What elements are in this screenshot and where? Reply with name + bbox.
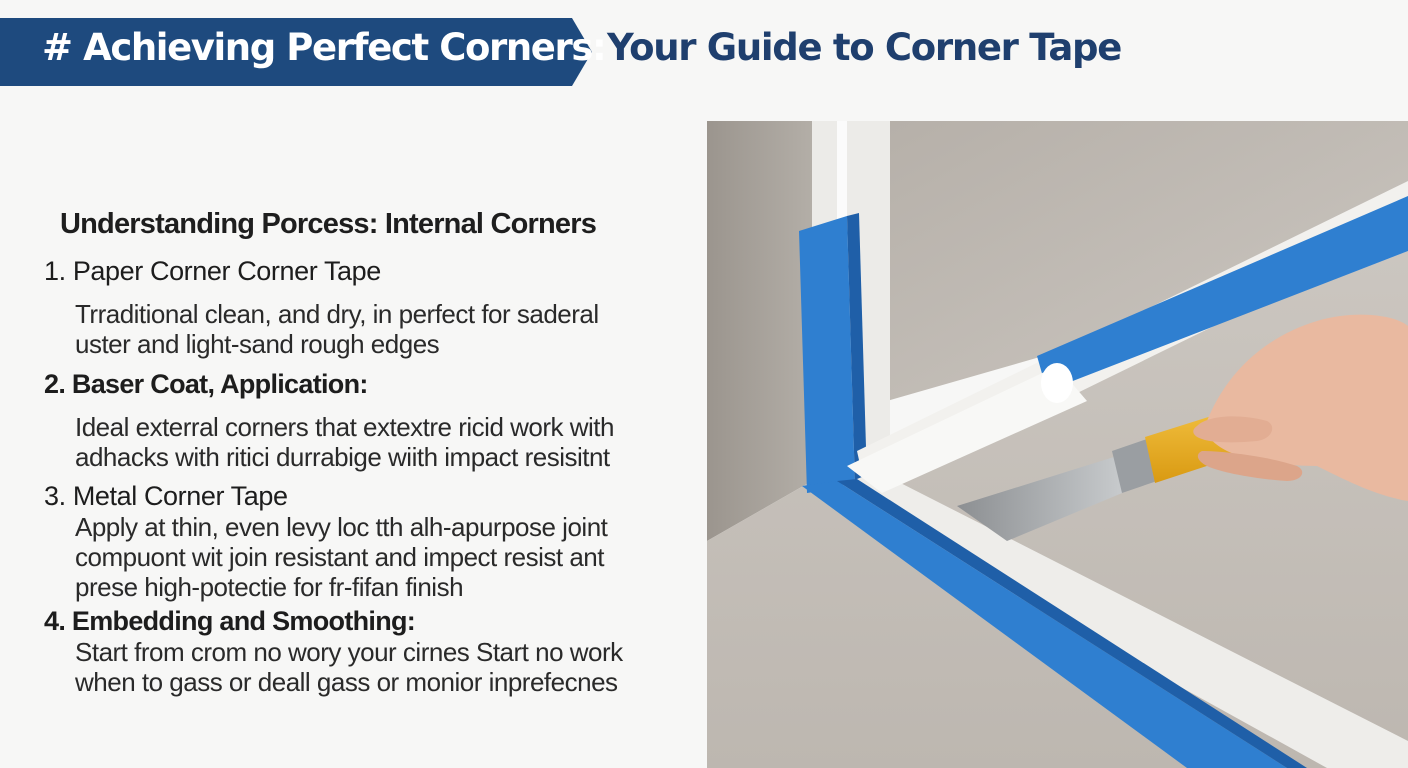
hand bbox=[1205, 314, 1408, 501]
list-item: 2. Baser Coat, Application: Ideal exterr… bbox=[44, 369, 694, 472]
section-heading: Understanding Porcess: Internal Corners bbox=[60, 208, 597, 240]
list-item: 4. Embedding and Smoothing: Start from c… bbox=[44, 606, 694, 697]
list-item-line: compuont wit join resistant and impect r… bbox=[75, 542, 604, 572]
list-item: 3. Metal Corner Tape Apply at thin, even… bbox=[44, 481, 694, 602]
right-wall bbox=[887, 121, 1408, 401]
list-item-line: adhacks with ritici durrabige wiith impa… bbox=[75, 442, 610, 472]
page-title: # Achieving Perfect Corners: bbox=[42, 26, 607, 69]
white-tape-floor bbox=[827, 471, 1408, 768]
blue-tape-floor bbox=[802, 481, 1287, 768]
list-item-line: prese high-potectie for fr-fifan finish bbox=[75, 572, 464, 602]
list-item-title: 2. Baser Coat, Application: bbox=[44, 369, 368, 399]
list-item-title: 3. Metal Corner Tape bbox=[44, 481, 288, 511]
blue-tape-vertical bbox=[799, 216, 855, 493]
tape-roll bbox=[847, 366, 1087, 493]
blue-tape-wall bbox=[1037, 196, 1408, 391]
list-item-title: 4. Embedding and Smoothing: bbox=[44, 606, 416, 636]
list-item-line: when to gass or deall gass or monior inp… bbox=[75, 667, 618, 697]
list-item-line: Ideal exterral corners that extextre ric… bbox=[75, 412, 615, 442]
list-item-body: Start from crom no wory your cirnes Star… bbox=[75, 637, 694, 697]
list-item: 1. Paper Corner Corner Tape Trradi­tiona… bbox=[44, 256, 694, 359]
title-banner bbox=[0, 18, 592, 86]
list-item-line: Apply at thin, even levy loc tth alh-apu… bbox=[75, 512, 608, 542]
list-item-title: 1. Paper Corner Corner Tape bbox=[44, 256, 381, 286]
list-item-line: uster and light-sand rough edges bbox=[75, 329, 440, 359]
list-item-body: Trradi­tional clean, and dry, in perfect… bbox=[75, 299, 694, 359]
corner-tape-illustration bbox=[707, 121, 1408, 768]
list-item-body: Ideal exterral corners that extextre ric… bbox=[75, 412, 694, 472]
putty-knife-ferrule bbox=[1112, 439, 1157, 493]
list-item-line: Start from crom no wory your cirnes Star… bbox=[75, 637, 623, 667]
list-item-line: Trradi­tional clean, and dry, in perfect… bbox=[75, 299, 599, 329]
list-item-body: Apply at thin, even levy loc tth alh-apu… bbox=[75, 512, 694, 602]
corner-tape-photo bbox=[707, 121, 1408, 768]
left-wall bbox=[707, 121, 812, 541]
putty-knife-blade bbox=[957, 456, 1127, 541]
page-subtitle: Your Guide to Corner Tape bbox=[607, 26, 1122, 69]
